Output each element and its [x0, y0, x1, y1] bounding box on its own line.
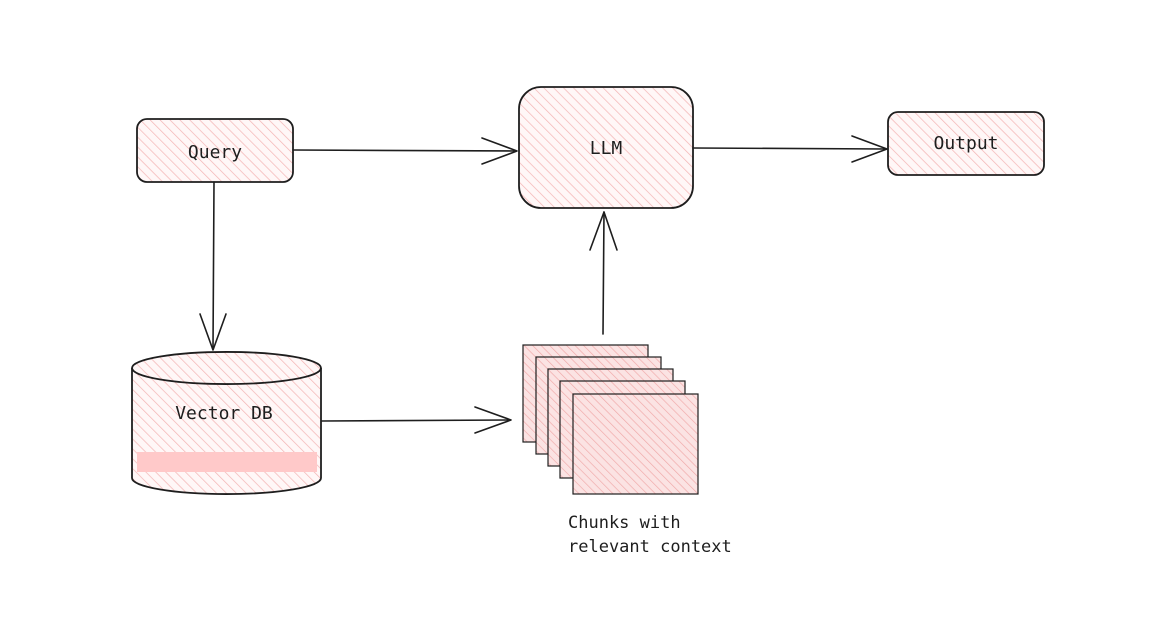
output-label: Output	[933, 133, 998, 154]
arrow-query-to-vector-db	[199, 181, 227, 351]
arrow-vector-db-to-chunks	[321, 406, 512, 434]
query-node: Query	[136, 118, 294, 183]
vector-db-node: Vector DB	[131, 351, 322, 495]
llm-node: LLM	[518, 86, 694, 209]
arrow-chunks-to-llm	[589, 211, 618, 335]
chunks-caption-line1: Chunks with	[568, 513, 681, 533]
chunks-stack	[522, 344, 699, 495]
llm-label: LLM	[590, 138, 623, 159]
arrow-llm-to-output	[692, 135, 888, 163]
arrow-query-to-llm	[292, 137, 518, 165]
vector-db-label: Vector DB	[175, 403, 273, 424]
output-node: Output	[887, 111, 1045, 176]
query-label: Query	[188, 142, 242, 163]
chunks-caption-line2: relevant context	[568, 537, 732, 557]
db-highlight-bar	[137, 452, 317, 472]
